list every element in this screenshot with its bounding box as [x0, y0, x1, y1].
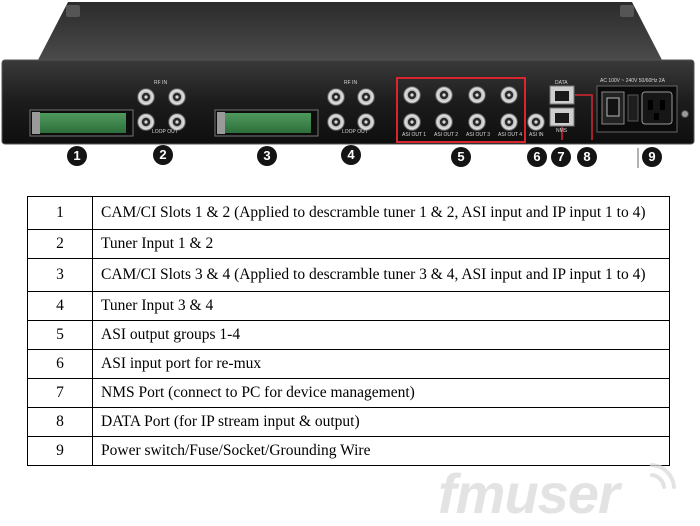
device-rear-panel: RF IN LOOP OUT RF IN LOOP OUT ASI OUT 1 …	[0, 0, 700, 190]
grounding-screw[interactable]	[681, 110, 689, 118]
callout-9: 9	[642, 147, 662, 167]
row-number: 6	[27, 349, 93, 379]
loop-out-label-2: LOOP OUT	[342, 129, 368, 135]
top-cover	[38, 2, 662, 60]
table-row: 9 Power switch/Fuse/Socket/Grounding Wir…	[27, 436, 670, 466]
nms-port[interactable]	[549, 107, 575, 127]
cam-ci-slot-1-2[interactable]	[29, 109, 134, 137]
asi-out-2-label: ASI OUT 2	[434, 132, 459, 138]
row-number: 5	[27, 320, 93, 350]
row-description: CAM/CI Slots 1 & 2 (Applied to descrambl…	[92, 196, 670, 230]
power-module[interactable]	[596, 85, 678, 133]
cam-ci-slot-3-4[interactable]	[214, 109, 319, 137]
rf-in-label-1: RF IN	[154, 80, 168, 86]
rack-ear-left	[66, 5, 80, 17]
row-description: Tuner Input 3 & 4	[92, 291, 670, 321]
asi-in-label: ASI IN	[529, 132, 544, 138]
row-description: CAM/CI Slots 3 & 4 (Applied to descrambl…	[92, 258, 670, 292]
device-panel-drawing	[1, 2, 695, 168]
row-number: 1	[27, 196, 93, 230]
rf-in-label-2: RF IN	[344, 80, 358, 86]
callout-1: 1	[67, 146, 87, 166]
row-number: 3	[27, 258, 93, 292]
wifi-signal-icon	[650, 463, 676, 489]
asi-out-1-label: ASI OUT 1	[402, 132, 427, 138]
data-port-label: DATA	[555, 80, 568, 86]
row-description: ASI input port for re-mux	[92, 349, 670, 379]
row-description: DATA Port (for IP stream input & output)	[92, 407, 670, 437]
table-row: 5 ASI output groups 1-4	[27, 320, 670, 350]
table-row: 7 NMS Port (connect to PC for device man…	[27, 378, 670, 408]
loop-out-label-1: LOOP OUT	[152, 129, 178, 135]
row-number: 7	[27, 378, 93, 408]
callout-7: 7	[551, 147, 571, 167]
table-row: 3 CAM/CI Slots 3 & 4 (Applied to descram…	[27, 258, 670, 292]
fmuser-logo: fmuser	[438, 462, 676, 525]
asi-out-3-label: ASI OUT 3	[466, 132, 491, 138]
asi-output-groups[interactable]	[396, 77, 526, 143]
table-row: 6 ASI input port for re-mux	[27, 349, 670, 379]
asi-out-4-label: ASI OUT 4	[498, 132, 523, 138]
row-number: 8	[27, 407, 93, 437]
nms-port-label: NMS	[556, 128, 568, 134]
table-row: 1 CAM/CI Slots 1 & 2 (Applied to descram…	[27, 196, 670, 230]
row-description: Tuner Input 1 & 2	[92, 229, 670, 259]
callout-line-data	[575, 94, 593, 140]
table-row: 8 DATA Port (for IP stream input & outpu…	[27, 407, 670, 437]
callout-6: 6	[527, 147, 547, 167]
row-description: ASI output groups 1-4	[92, 320, 670, 350]
row-number: 9	[27, 436, 93, 466]
fmuser-watermark: fmuser	[438, 462, 700, 525]
callout-4: 4	[341, 145, 361, 165]
callout-3: 3	[257, 146, 277, 166]
rack-ear-right	[620, 5, 634, 17]
table-row: 4 Tuner Input 3 & 4	[27, 291, 670, 321]
row-number: 2	[27, 229, 93, 259]
row-description: NMS Port (connect to PC for device manag…	[92, 378, 670, 408]
callout-2: 2	[153, 145, 173, 165]
row-description: Power switch/Fuse/Socket/Grounding Wire	[92, 436, 670, 466]
table-row: 2 Tuner Input 1 & 2	[27, 229, 670, 259]
asi-input-port[interactable]	[527, 113, 545, 131]
watermark-text: fmuser	[438, 463, 623, 521]
callout-8: 8	[577, 147, 597, 167]
port-legend-table: 1 CAM/CI Slots 1 & 2 (Applied to descram…	[27, 196, 670, 466]
data-port[interactable]	[549, 85, 575, 105]
power-rating-label: AC 100V ~ 240V 50/60Hz 2A	[600, 78, 665, 84]
row-number: 4	[27, 291, 93, 321]
callout-5: 5	[451, 147, 471, 167]
